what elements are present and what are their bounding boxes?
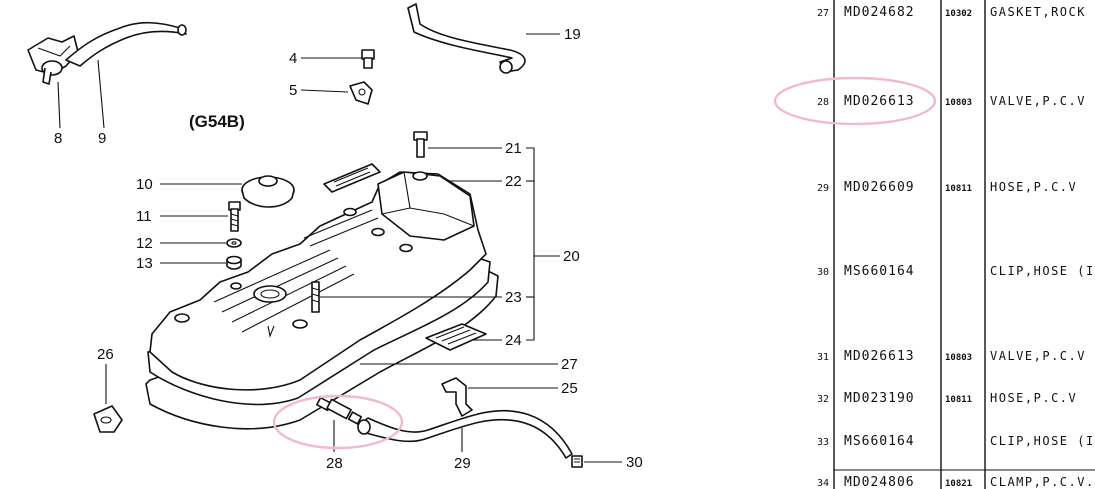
row-ref-33: 33: [817, 437, 829, 448]
callout-5: 5: [289, 82, 297, 99]
oil-filler-cap-part-10: [241, 175, 295, 208]
row-ref-34: 34: [817, 478, 829, 489]
exploded-diagram: 8 9 4 5 19 (G54B) 10: [27, 3, 643, 472]
part-number-cell: MD026613: [844, 94, 915, 109]
part-number-cell: MD023190: [844, 391, 915, 406]
table-row: 27 MD024682 10302 GASKET,ROCK: [817, 5, 1086, 20]
part-number-cell: MS660164: [844, 434, 915, 449]
row-ref-31: 31: [817, 352, 829, 363]
label-plate-part-24: [425, 323, 487, 351]
description-cell: HOSE,P.C.V: [990, 180, 1077, 194]
callout-8: 8: [54, 130, 62, 147]
parts-table: 27 MD024682 10302 GASKET,ROCK 28 MD02661…: [773, 0, 1095, 489]
callout-27: 27: [561, 356, 578, 373]
callout-12: 12: [136, 235, 153, 252]
highlight-circle-row-28: [773, 76, 937, 126]
stud-part-23: [311, 281, 320, 313]
description-cell: VALVE,P.C.V: [990, 94, 1086, 108]
callout-22: 22: [505, 173, 522, 190]
callout-30: 30: [626, 454, 643, 471]
callout-19: 19: [564, 26, 581, 43]
table-row: 33 MS660164 CLIP,HOSE (I: [817, 434, 1095, 449]
table-row: 28 MD026613 10803 VALVE,P.C.V: [773, 76, 1086, 126]
code-cell: 10811: [945, 395, 972, 405]
callout-29: 29: [454, 455, 471, 472]
callout-4: 4: [289, 50, 297, 67]
bracket-part-5: [349, 81, 373, 105]
bent-pipe-part-19: [407, 3, 526, 74]
washer-part-12: [226, 238, 242, 248]
callout-26: 26: [97, 346, 114, 363]
description-cell: VALVE,P.C.V: [990, 349, 1086, 363]
table-row: 34 MD024806 10821 CLAMP,P.C.V.: [817, 475, 1095, 489]
callout-21: 21: [505, 140, 522, 157]
callout-25: 25: [561, 380, 578, 397]
callout-28: 28: [326, 455, 343, 472]
callout-11: 11: [136, 208, 152, 225]
breather-cap-assembly: [27, 21, 187, 85]
nameplate-part-22: [323, 163, 381, 193]
part-number-cell: MD026613: [844, 349, 915, 364]
hose-clip-part-30: [571, 455, 583, 468]
row-ref-32: 32: [817, 394, 829, 405]
pcv-hose-part-29: [357, 409, 573, 459]
grommet-part-26: [93, 405, 123, 433]
callout-24: 24: [505, 332, 522, 349]
description-cell: CLIP,HOSE (I: [990, 434, 1095, 448]
description-cell: HOSE,P.C.V: [990, 391, 1077, 405]
description-cell: CLIP,HOSE (I: [990, 264, 1095, 278]
clamp-part-25: [441, 377, 473, 417]
table-row: 30 MS660164 CLIP,HOSE (I: [817, 264, 1095, 279]
row-ref-28: 28: [817, 97, 829, 108]
bolt-part-21: [413, 131, 428, 158]
callout-23: 23: [505, 289, 522, 306]
code-cell: 10302: [945, 9, 972, 19]
callout-9: 9: [98, 130, 106, 147]
row-ref-27: 27: [817, 8, 829, 19]
small-bolt-part-4: [361, 49, 375, 69]
engine-model-label: (G54B): [189, 112, 245, 131]
row-ref-29: 29: [817, 183, 829, 194]
bolt-part-11: [228, 201, 241, 232]
pcv-valve-part-28: [316, 396, 363, 425]
part-number-cell: MD026609: [844, 180, 915, 195]
description-cell: GASKET,ROCK: [990, 5, 1086, 19]
table-row: 32 MD023190 10811 HOSE,P.C.V: [817, 391, 1077, 406]
part-number-cell: MD024806: [844, 475, 915, 489]
code-cell: 10821: [945, 479, 972, 489]
code-cell: 10811: [945, 184, 972, 194]
highlight-circle-part-28: [272, 394, 404, 450]
description-cell: CLAMP,P.C.V.: [990, 475, 1095, 489]
table-row: 31 MD026613 10803 VALVE,P.C.V: [817, 349, 1086, 364]
code-cell: 10803: [945, 98, 972, 108]
callout-13: 13: [136, 255, 153, 272]
table-row: 29 MD026609 10811 HOSE,P.C.V: [817, 180, 1077, 195]
code-cell: 10803: [945, 353, 972, 363]
part-number-cell: MD024682: [844, 5, 915, 20]
callout-10: 10: [136, 176, 153, 193]
grommet-part-13: [226, 255, 242, 270]
callout-20: 20: [563, 248, 580, 265]
row-ref-30: 30: [817, 267, 829, 278]
part-number-cell: MS660164: [844, 264, 915, 279]
rocker-cover-part-20: [145, 171, 499, 430]
